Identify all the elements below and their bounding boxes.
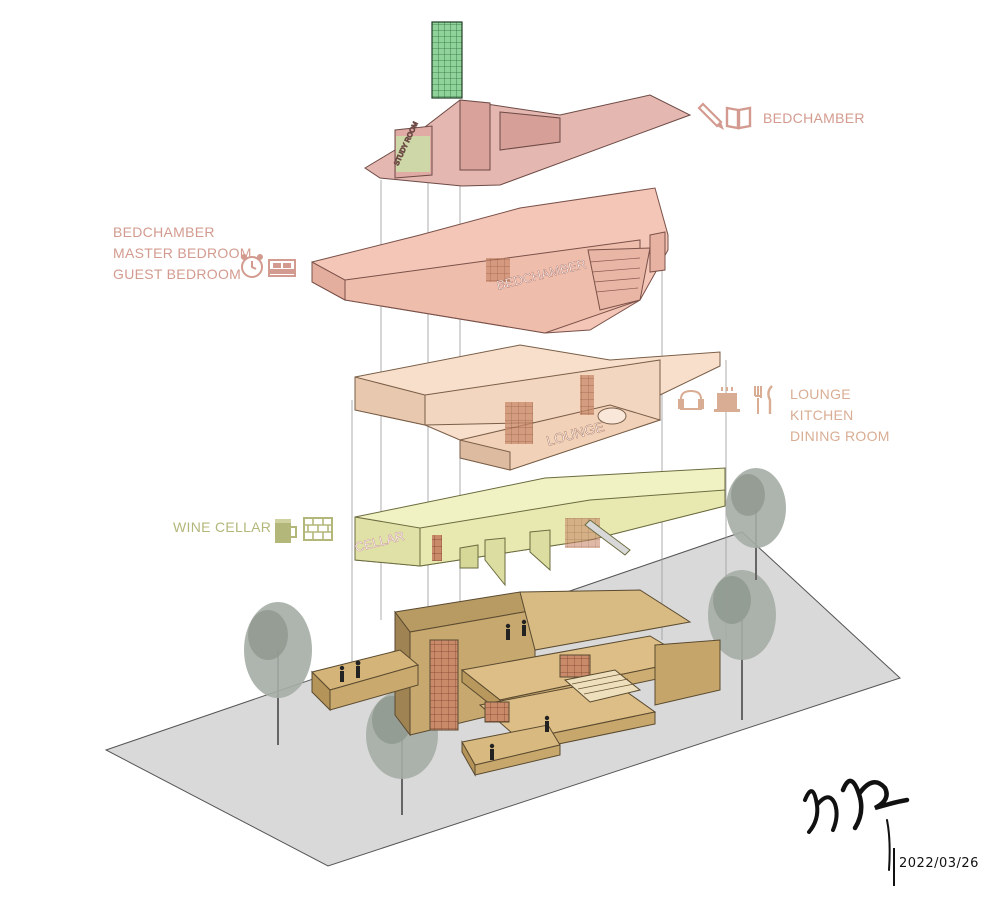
basement-level <box>354 467 726 587</box>
top-floor-labels: BEDCHAMBER <box>763 108 865 129</box>
second-floor-labels: BEDCHAMBER MASTER BEDROOM GUEST BEDROOM <box>113 222 252 285</box>
brick-wall-icon <box>303 517 333 541</box>
label-bedchamber: BEDCHAMBER <box>113 224 215 240</box>
trees <box>244 468 786 815</box>
stove-icon <box>714 387 740 412</box>
label-guest-bedroom: GUEST BEDROOM <box>113 266 242 282</box>
label-lounge: LOUNGE <box>790 386 851 402</box>
armchair-icon <box>678 389 704 410</box>
top-floor-level: STUDY ROOM <box>364 21 692 187</box>
green-facade-tower <box>431 21 463 99</box>
bed-icon <box>268 259 296 277</box>
signature <box>803 778 910 871</box>
first-floor-level: LOUNGE <box>354 344 721 471</box>
tree-left <box>244 602 312 745</box>
alarm-clock-icon <box>241 254 263 278</box>
first-floor-labels: LOUNGE KITCHEN DINING ROOM <box>790 384 890 447</box>
second-floor-level: BEDCHAMBER <box>311 187 669 334</box>
label-bedchamber-top: BEDCHAMBER <box>763 110 865 126</box>
beer-mug-icon <box>275 519 297 543</box>
book-icon <box>725 106 752 130</box>
tree-right <box>708 570 776 720</box>
label-master-bedroom: MASTER BEDROOM <box>113 245 252 261</box>
people-silhouettes <box>339 619 550 760</box>
label-kitchen: KITCHEN <box>790 407 854 423</box>
cutlery-icon <box>754 385 773 414</box>
drawing-date: 2022/03/26 <box>899 856 979 871</box>
ground-level-building <box>311 589 721 777</box>
pencil-icon <box>697 102 724 130</box>
label-wine-cellar: WINE CELLAR <box>173 519 272 535</box>
label-dining-room: DINING ROOM <box>790 428 890 444</box>
signature-stroke <box>893 848 895 886</box>
tree-back <box>726 468 786 580</box>
basement-labels: WINE CELLAR <box>173 517 271 538</box>
